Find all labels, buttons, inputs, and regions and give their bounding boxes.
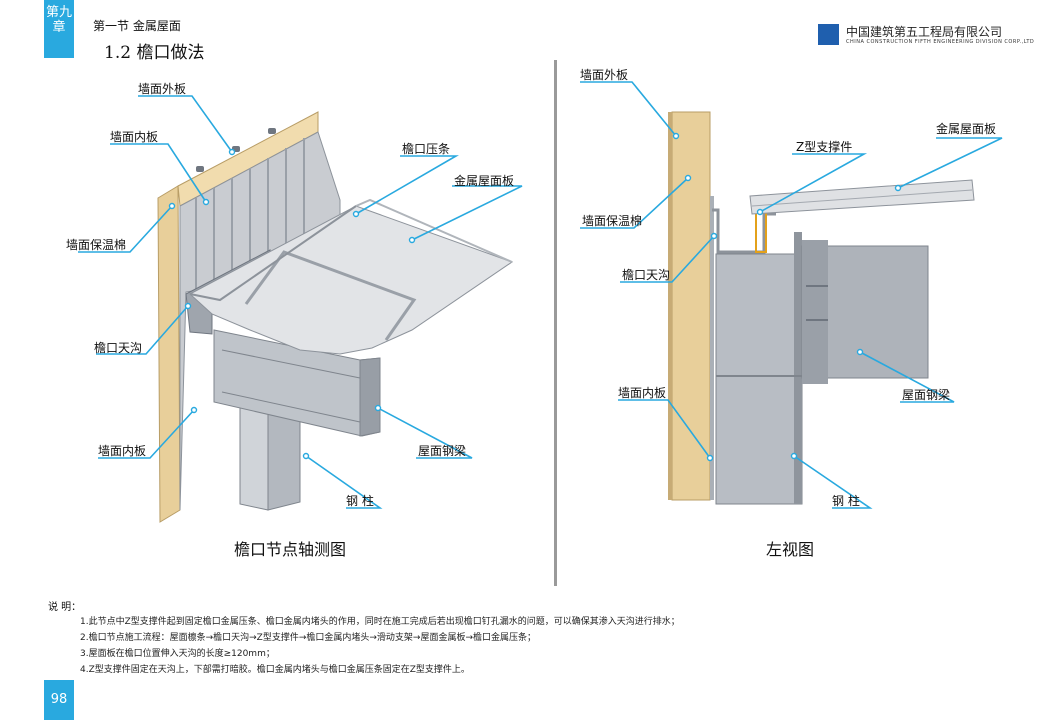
side-drawing: [668, 111, 975, 505]
axo-label-column: 钢 柱: [346, 494, 374, 508]
axo-label-wall-inner-top: 墙面内板: [110, 130, 159, 144]
note-item: 2.檐口节点施工流程：屋面檩条→檐口天沟→Z型支撑件→檐口金属内堵头→滑动支架→…: [80, 633, 537, 643]
side-label-wall-insulation: 墙面保温棉: [582, 214, 643, 228]
company-name-cn: 中国建筑第五工程局有限公司: [846, 25, 1003, 39]
axo-label-wall-outer: 墙面外板: [138, 82, 187, 96]
axo-drawing: [157, 111, 514, 523]
company-name-en: CHINA CONSTRUCTION FIFTH ENGINEERING DIV…: [846, 39, 1035, 45]
side-column: [715, 253, 803, 505]
side-label-column: 钢 柱: [832, 494, 860, 508]
section-title: 第一节 金属屋面: [93, 19, 181, 33]
notes-heading: 说 明：: [48, 602, 82, 613]
chapter-tab: 第九章: [44, 0, 74, 58]
side-label-z-support: Z型支撑件: [796, 140, 853, 154]
side-caption: 左视图: [766, 540, 815, 559]
side-roof-panel: [749, 179, 975, 215]
leader-lines: [78, 81, 1003, 509]
note-item: 1.此节点中Z型支撑件起到固定檐口金属压条、檐口金属内堵头的作用，同时在施工完成…: [80, 617, 680, 627]
axo-label-eave-strip: 檐口压条: [402, 142, 451, 156]
axo-insulation: [157, 185, 181, 523]
axo-label-gutter: 檐口天沟: [94, 341, 143, 355]
side-label-roof-beam: 屋面钢梁: [902, 388, 951, 402]
axo-label-wall-insulation: 墙面保温棉: [66, 238, 127, 252]
axo-label-roof-panel: 金属屋面板: [454, 174, 515, 188]
side-label-wall-outer: 墙面外板: [580, 68, 629, 82]
axo-label-roof-beam: 屋面钢梁: [418, 444, 467, 458]
side-label-roof-panel: 金属屋面板: [936, 122, 997, 136]
page-number: 98: [44, 680, 74, 720]
leader-dots: [168, 132, 902, 462]
side-insulation: [671, 111, 711, 501]
note-item: 4.Z型支撑件固定在天沟上，下部需打暗胶。檐口金属内堵头与檐口金属压条固定在Z型…: [80, 665, 470, 675]
axo-label-wall-inner-bottom: 墙面内板: [98, 444, 147, 458]
page-title: 1.2 檐口做法: [104, 43, 205, 63]
view-divider: [554, 60, 557, 586]
note-item: 3.屋面板在檐口位置伸入天沟的长度≥120mm；: [80, 649, 275, 659]
side-label-wall-inner: 墙面内板: [618, 386, 667, 400]
side-label-gutter: 檐口天沟: [622, 268, 671, 282]
company-logo-icon: [818, 24, 839, 45]
axo-caption: 檐口节点轴测图: [234, 540, 347, 559]
axo-roof-panel: [189, 205, 514, 355]
chapter-label: 第九章: [45, 5, 72, 35]
